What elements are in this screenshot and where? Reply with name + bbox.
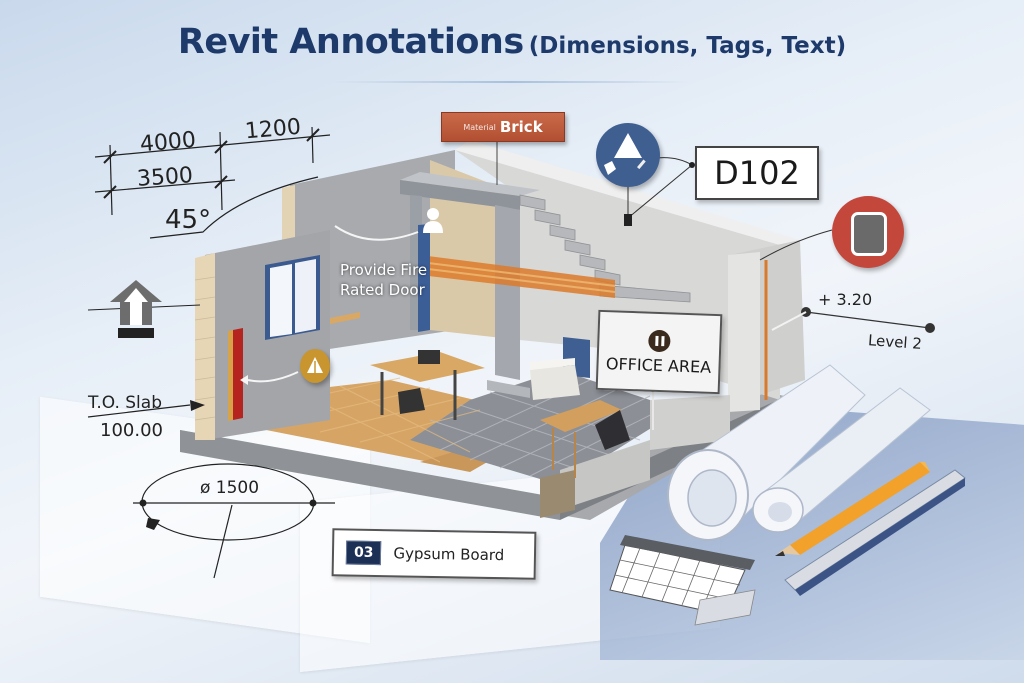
room-tag-icon — [648, 329, 671, 352]
dimension-1200: 1200 — [244, 114, 302, 145]
spot-elevation-label: T.O. Slab — [88, 393, 162, 413]
text-note-line-2: Rated Door — [340, 281, 425, 299]
warning-tag-icon[interactable] — [300, 349, 330, 383]
window-tag-icon[interactable] — [832, 196, 904, 268]
title-subtitle: (Dimensions, Tags, Text) — [528, 33, 847, 59]
window-glyph-icon — [851, 212, 887, 256]
door-tag-d102[interactable]: D102 — [695, 146, 819, 200]
dimension-3500: 3500 — [136, 163, 194, 192]
material-tag-prefix: Material — [463, 122, 496, 132]
room-tag-label: OFFICE AREA — [605, 353, 712, 377]
level-elevation: + 3.20 — [818, 290, 873, 309]
title-main: Revit Annotations — [177, 22, 524, 62]
keynote-tag-gypsum-board[interactable]: 03 Gypsum Board — [331, 528, 537, 580]
keynote-label: Gypsum Board — [393, 544, 505, 565]
room-tag-office-area[interactable]: OFFICE AREA — [595, 309, 723, 395]
level-name: Level 2 — [867, 331, 923, 353]
text-note-fire-door[interactable]: Provide Fire Rated Door — [340, 260, 427, 300]
door-tag-label: D102 — [714, 154, 800, 192]
person-icon[interactable] — [422, 207, 444, 233]
page-title: Revit Annotations (Dimensions, Tags, Tex… — [0, 22, 1024, 62]
angle-dimension-45: 45° — [165, 205, 212, 235]
material-tag-label: Brick — [499, 118, 543, 136]
keynote-number: 03 — [345, 540, 382, 566]
text-note-line-1: Provide Fire — [340, 261, 428, 279]
triangle-glyph-icon — [604, 133, 646, 175]
material-tag-brick[interactable]: Material Brick — [441, 112, 565, 142]
dimension-4000: 4000 — [139, 127, 197, 158]
north-arrow-icon[interactable] — [110, 280, 162, 340]
section-symbol-icon[interactable] — [596, 123, 660, 187]
diameter-dimension: ø 1500 — [200, 478, 260, 498]
title-underline — [330, 81, 690, 83]
spot-elevation-value: 100.00 — [100, 420, 163, 441]
